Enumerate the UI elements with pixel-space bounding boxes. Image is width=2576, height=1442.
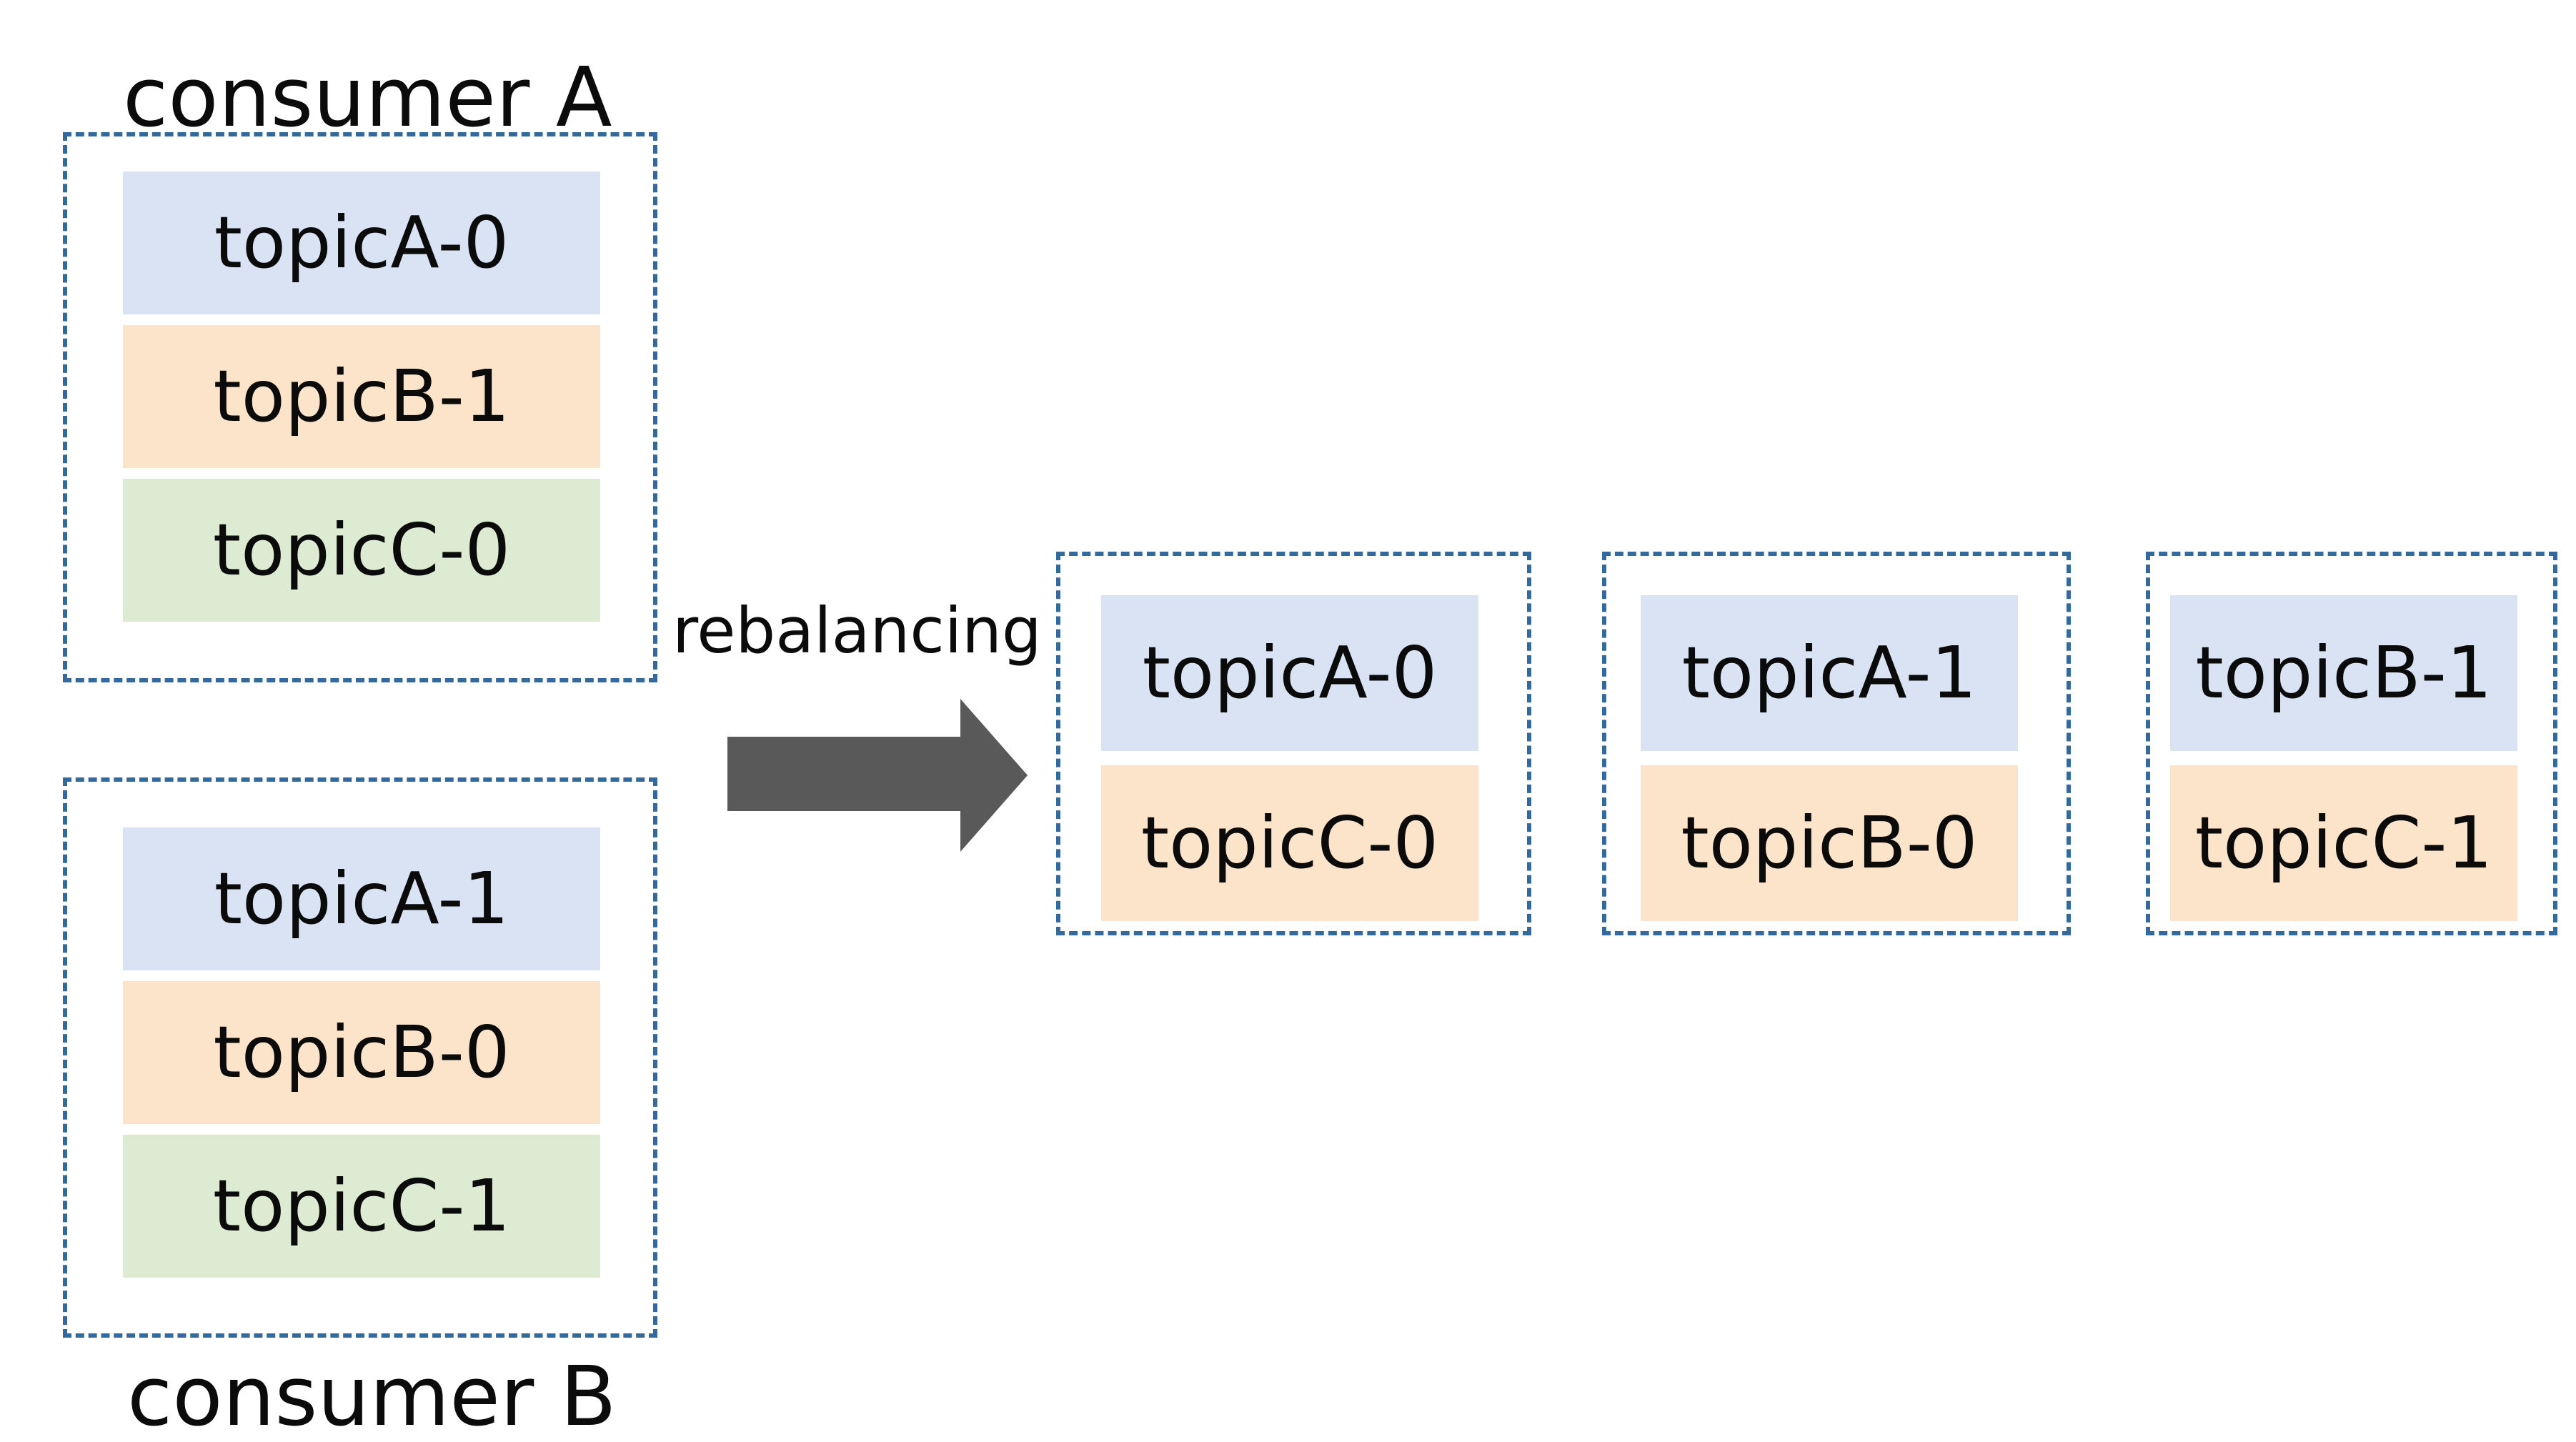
right-arrow-icon [727,699,1028,852]
partition-cell-topicB-0: topicB-0 [1641,765,2018,921]
consumer-a-label: consumer A [123,50,612,146]
consumer-a-box: topicA-0 topicB-1 topicC-0 [63,132,657,682]
partition-cell-topicA-1: topicA-1 [1641,595,2018,751]
partition-cell-topicA-1: topicA-1 [123,827,600,970]
after-consumer-1-box: topicA-0 topicC-0 [1056,552,1531,935]
partition-cell-topicA-0: topicA-0 [123,171,600,314]
consumer-b-label: consumer B [127,1349,617,1442]
partition-cell-topicC-1: topicC-1 [123,1135,600,1278]
partition-cell-topicC-0: topicC-0 [123,479,600,622]
rebalancing-label: rebalancing [672,594,1042,667]
partition-cell-topicC-0: topicC-0 [1101,765,1478,921]
partition-cell-topicA-0: topicA-0 [1101,595,1478,751]
partition-cell-topicB-0: topicB-0 [123,981,600,1124]
partition-cell-topicC-1: topicC-1 [2170,765,2517,921]
consumer-b-box: topicA-1 topicB-0 topicC-1 [63,777,657,1338]
partition-cell-topicB-1: topicB-1 [2170,595,2517,751]
after-consumer-3-box: topicB-1 topicC-1 [2146,552,2557,935]
partition-cell-topicB-1: topicB-1 [123,325,600,468]
after-consumer-2-box: topicA-1 topicB-0 [1602,552,2071,935]
